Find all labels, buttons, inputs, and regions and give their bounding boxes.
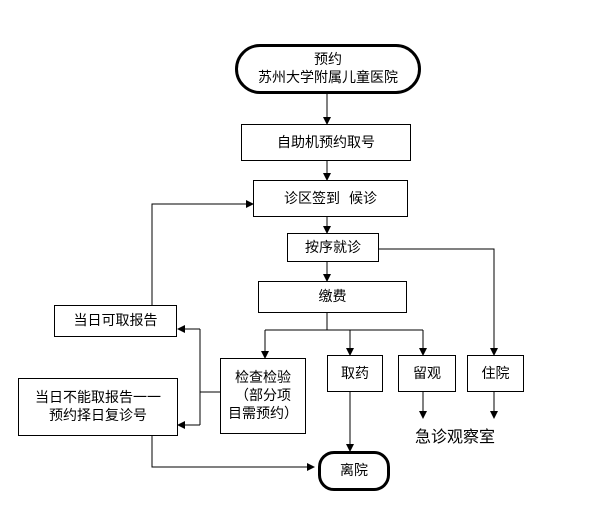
inpatient-node: 住院 [467,355,524,392]
exam-line3: 目需预约） [228,406,298,422]
start-label-line2: 苏州大学附属儿童医院 [258,70,398,86]
arrow-consult-to-inpatient [379,248,498,356]
checkin-node: 诊区签到 候诊 [253,180,408,217]
report-sameday-label: 当日可取报告 [73,313,158,329]
consult-label: 按序就诊 [305,239,361,256]
report-notsameday-node: 当日不能取报告一一 预约择日复诊号 [18,378,178,436]
medicine-label: 取药 [341,365,369,382]
report-notsameday-line2: 预约择日复诊号 [49,408,147,424]
payment-label: 缴费 [318,289,347,305]
report-notsameday-line1: 当日不能取报告一一 [35,390,161,406]
self-service-label: 自助机预约取号 [277,134,375,151]
discharge-label: 离院 [340,463,368,479]
self-service-node: 自助机预约取号 [241,124,411,161]
exam-line1: 检查检验 [235,370,291,386]
start-label-line1: 预约 [314,52,342,68]
exam-node: 检查检验 （部分项 目需预约） [220,358,306,434]
emergency-room-label: 急诊观察室 [415,427,496,446]
start-node: 预约 苏州大学附属儿童医院 [235,44,421,94]
arrow-report-to-checkin [151,200,254,305]
exam-line2: （部分项 [235,388,291,404]
report-sameday-node: 当日可取报告 [54,305,177,337]
arrow-report-to-discharge [151,436,315,471]
medicine-node: 取药 [327,355,383,392]
observation-label: 留观 [413,365,441,382]
inpatient-label: 住院 [481,365,510,382]
observation-node: 留观 [398,355,456,392]
checkin-label: 诊区签到 候诊 [284,190,377,207]
payment-node: 缴费 [258,281,407,313]
discharge-node: 离院 [318,451,390,491]
consult-node: 按序就诊 [287,233,379,262]
